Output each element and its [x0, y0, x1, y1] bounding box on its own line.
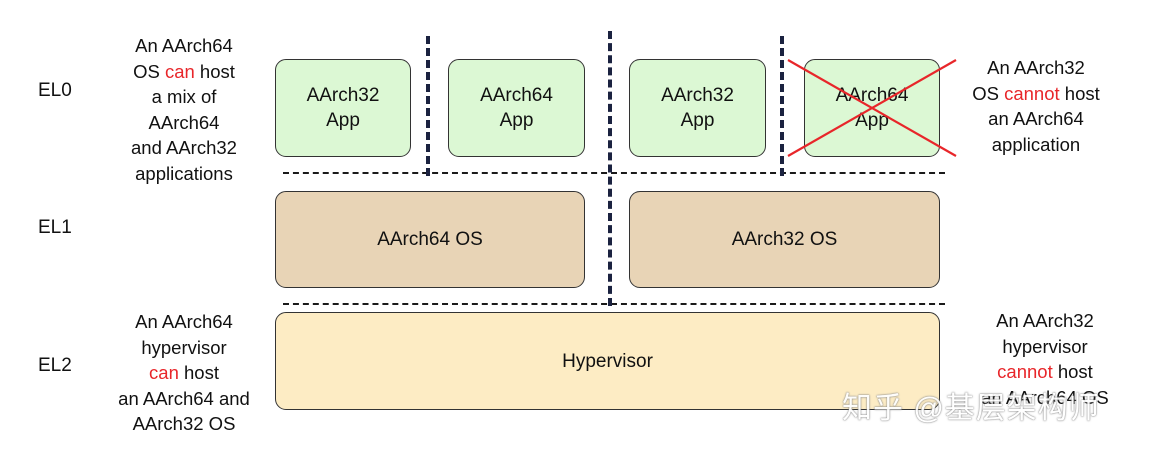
el1-label: EL1 — [38, 217, 72, 238]
note-line: OS cannot host — [972, 82, 1100, 104]
note-line: AArch32 OS — [132, 413, 236, 434]
app-label: AArch32 — [661, 85, 734, 106]
emphasis-can: can — [149, 362, 179, 383]
divider-between-apps-left — [426, 36, 430, 176]
note-line: an AArch64 and — [118, 387, 250, 409]
note-line: hypervisor — [1002, 335, 1088, 357]
watermark: 知乎 @基层架构师 — [842, 392, 1100, 425]
note-line: and AArch32 — [131, 137, 237, 158]
app-label: App — [499, 110, 534, 131]
app-label: AArch64 — [835, 85, 909, 106]
os-box-aarch64: AArch64 OS — [275, 191, 585, 288]
note-line: a mix of — [151, 86, 217, 107]
note-aarch64-hypervisor: An AArch64 hypervisor can host an AArch6… — [98, 309, 270, 437]
note-line: An AArch32 — [987, 57, 1085, 78]
app-label: App — [855, 110, 889, 131]
app-label: AArch64 — [480, 85, 553, 106]
note-aarch32-os: An AArch32 OS cannot host an AArch64 app… — [952, 55, 1120, 157]
note-line: an AArch64 OS — [981, 386, 1109, 408]
separator-el0-el1 — [283, 172, 945, 174]
el2-label: EL2 — [38, 355, 72, 376]
note-line: application — [991, 133, 1081, 155]
cross-out-icon — [787, 59, 957, 157]
divider-center — [608, 31, 612, 306]
el0-label: EL0 — [38, 80, 72, 101]
note-line: an AArch64 — [988, 108, 1084, 129]
note-aarch32-hypervisor: An AArch32 hypervisor cannot host an AAr… — [960, 308, 1130, 410]
os-box-aarch32: AArch32 OS — [629, 191, 940, 288]
note-line: applications — [135, 162, 233, 184]
note-aarch64-os: An AArch64 OS can host a mix of AArch64 … — [100, 33, 268, 186]
app-label: App — [326, 110, 360, 131]
emphasis-cannot: cannot — [997, 361, 1053, 382]
hypervisor-box: Hypervisor — [275, 312, 940, 410]
note-line: An AArch32 — [996, 310, 1094, 331]
note-line: AArch64 — [148, 111, 220, 133]
note-line: cannot host — [997, 361, 1093, 382]
note-line: hypervisor — [141, 336, 227, 358]
note-line: An AArch64 — [135, 35, 233, 56]
emphasis-cannot: cannot — [1004, 82, 1060, 104]
note-line: can host — [149, 362, 219, 383]
app-label: App — [680, 110, 715, 131]
separator-el1-el2 — [283, 303, 945, 305]
divider-between-apps-right — [780, 36, 784, 176]
emphasis-can: can — [164, 60, 195, 82]
note-line: An AArch64 — [135, 311, 233, 332]
note-line: OS can host — [133, 60, 235, 82]
app-label: AArch32 — [306, 85, 380, 106]
